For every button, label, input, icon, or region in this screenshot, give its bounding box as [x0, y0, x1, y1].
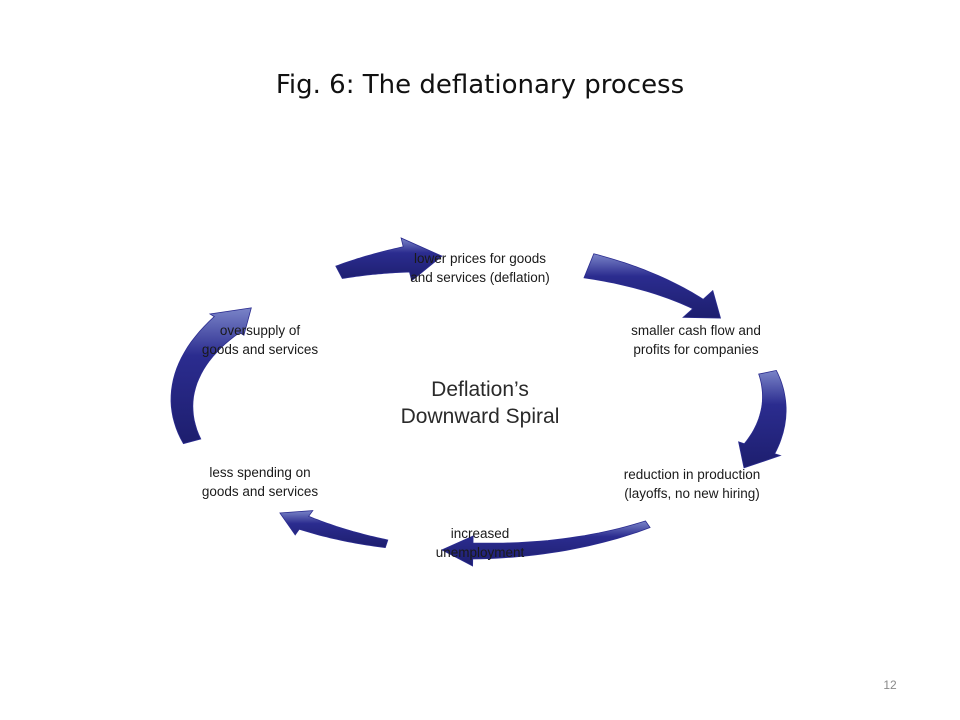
arrow-prices-to-cashflow	[583, 253, 722, 319]
step-lower-prices: lower prices for goods and services (def…	[410, 251, 550, 285]
arrow-production-to-unemployment	[440, 520, 651, 567]
page-number: 12	[883, 678, 897, 692]
step-less-spending: less spending on goods and services	[201, 465, 319, 499]
cycle-arrows	[170, 237, 787, 567]
diagram-center-title: Deflation’s Downward Spiral	[400, 378, 560, 428]
arrow-oversupply-to-prices	[335, 237, 443, 282]
slide-title: Fig. 6: The deflationary process	[275, 70, 685, 100]
step-smaller-cash-flow: smaller cash flow and profits for compan…	[631, 323, 761, 357]
step-increased-unemployment: increased unemployment	[435, 526, 525, 560]
arrow-spending-to-oversupply	[170, 307, 252, 445]
step-reduction-in-production: reduction in production (layoffs, no new…	[623, 467, 761, 501]
arrow-unemployment-to-spending	[279, 510, 389, 549]
step-oversupply: oversupply of goods and services	[201, 323, 319, 357]
arrow-cashflow-to-production	[738, 369, 787, 469]
